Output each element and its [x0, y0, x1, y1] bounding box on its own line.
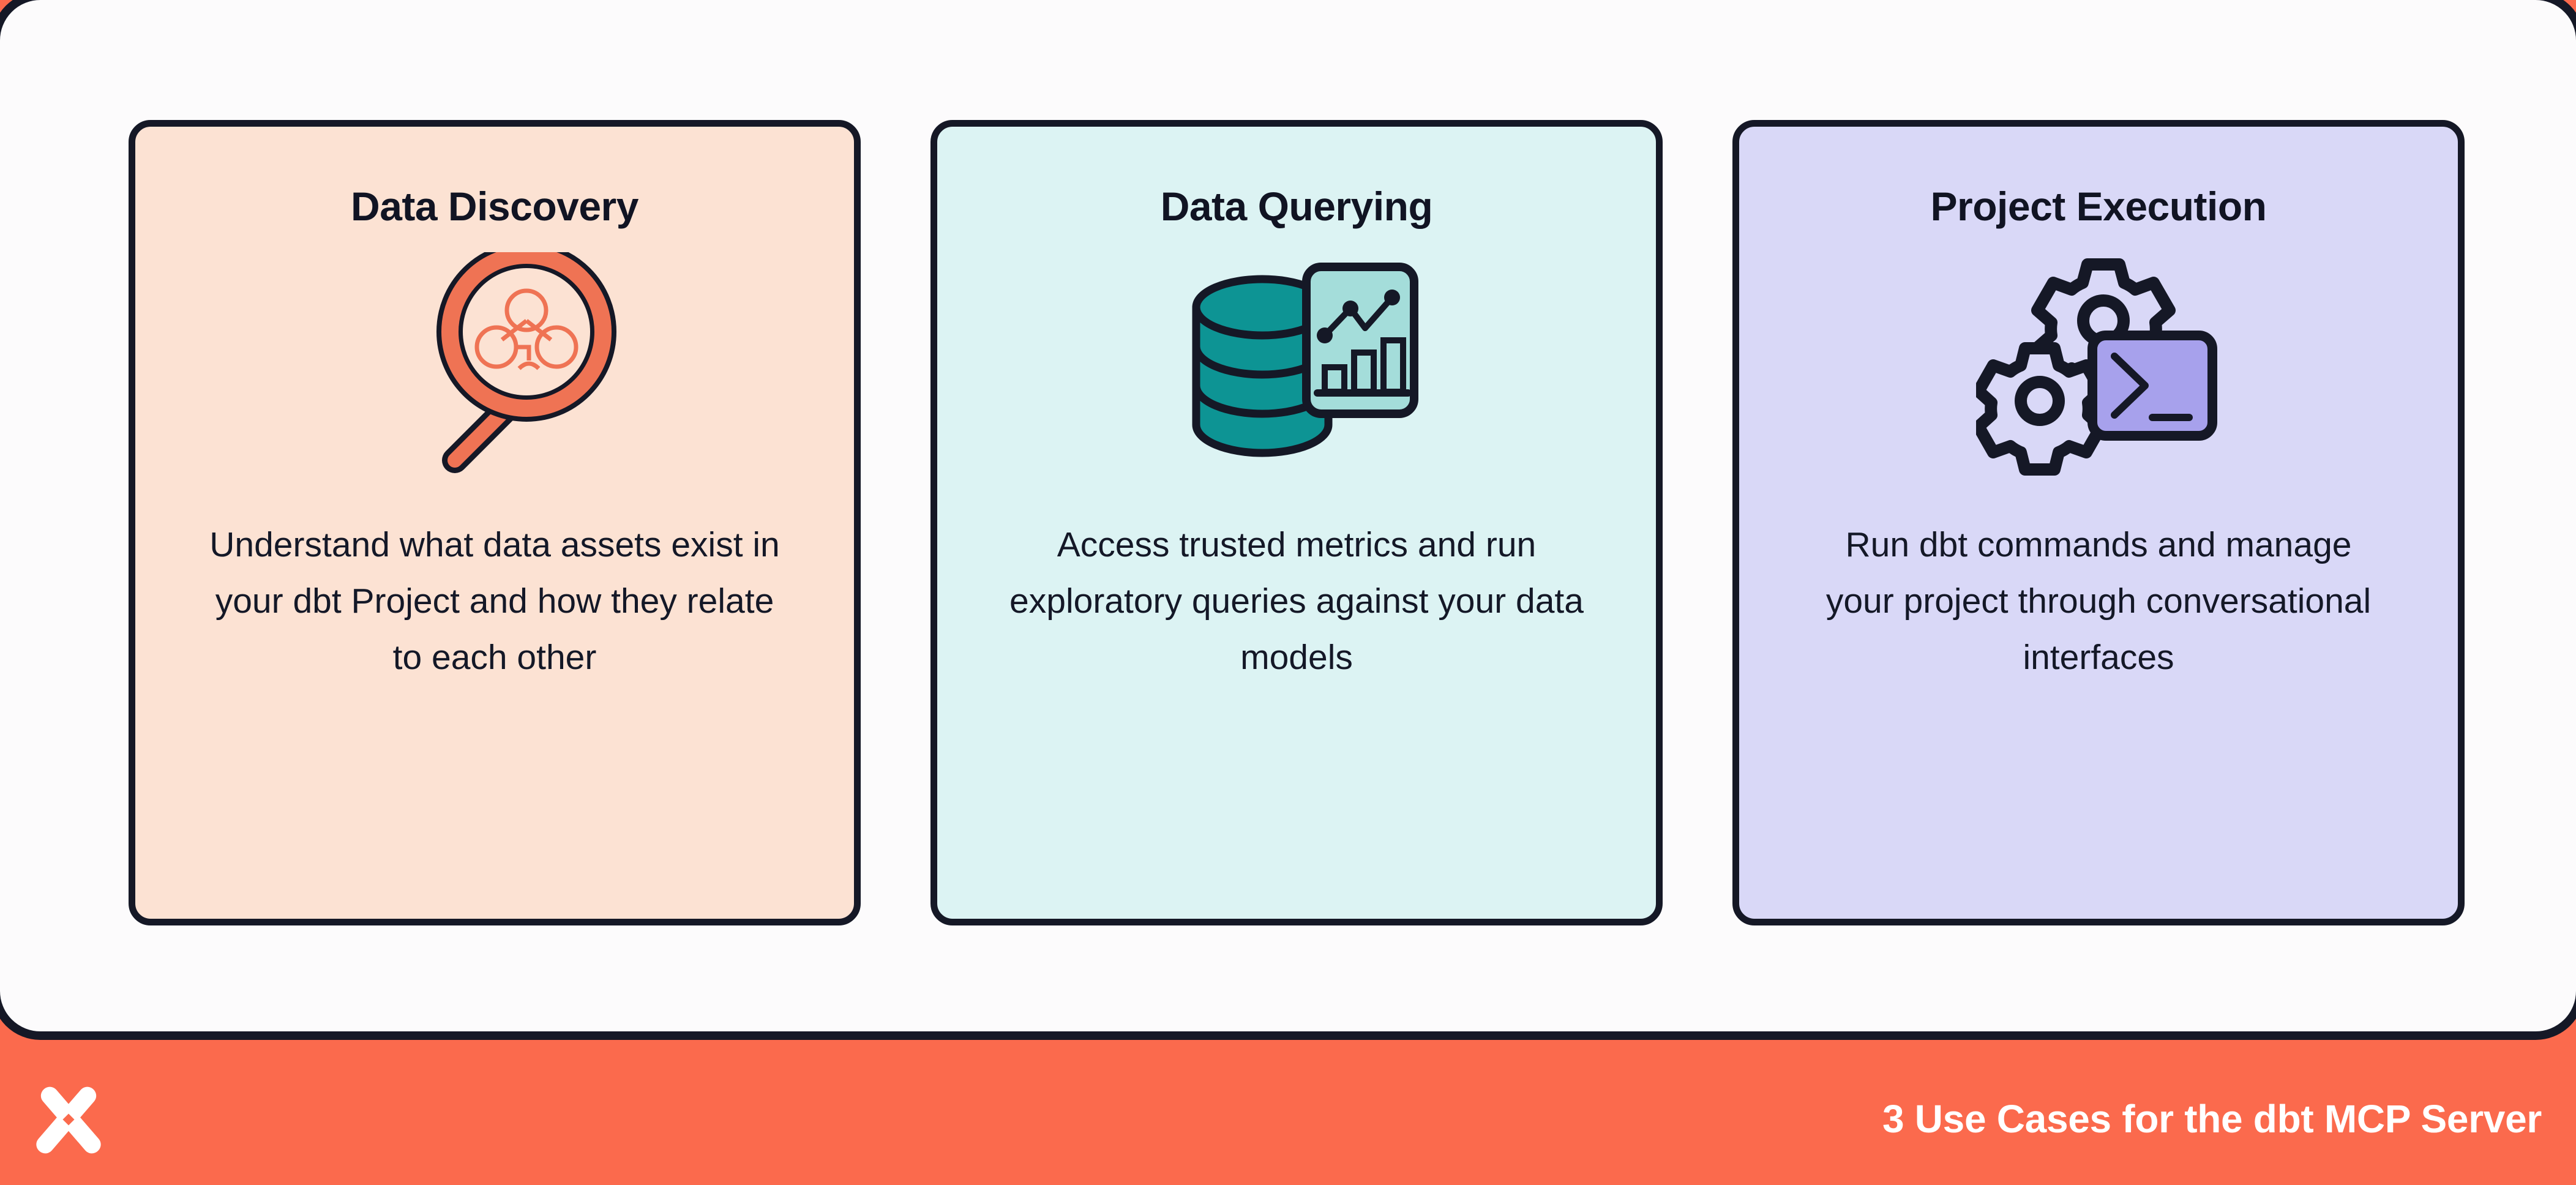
card-body: Run dbt commands and manage your project…: [1825, 525, 2372, 677]
card-body: Access trusted metrics and run explorato…: [1009, 525, 1584, 677]
gears-terminal-icon: [1739, 247, 2458, 501]
card-data-discovery[interactable]: Data Discovery: [129, 120, 861, 925]
card-title: Project Execution: [1930, 184, 2267, 229]
card-gears-terminal[interactable]: Project Execution: [1732, 120, 2465, 925]
footer-caption: 3 Use Cases for the dbt MCP Server: [1882, 1097, 2542, 1141]
footer-bar: 3 Use Cases for the dbt MCP Server: [0, 1041, 2576, 1185]
database-chart-icon: [937, 247, 1656, 501]
magnifying-glass-network-icon: [135, 247, 854, 501]
card-body: Understand what data assets exist in you…: [209, 525, 780, 677]
cards-row: Data Discovery: [129, 120, 2465, 925]
card-title: Data Querying: [1160, 184, 1433, 229]
dbt-logo-icon: [27, 1064, 110, 1161]
card-data-querying[interactable]: Data Querying: [930, 120, 1663, 925]
card-title: Data Discovery: [351, 184, 638, 229]
